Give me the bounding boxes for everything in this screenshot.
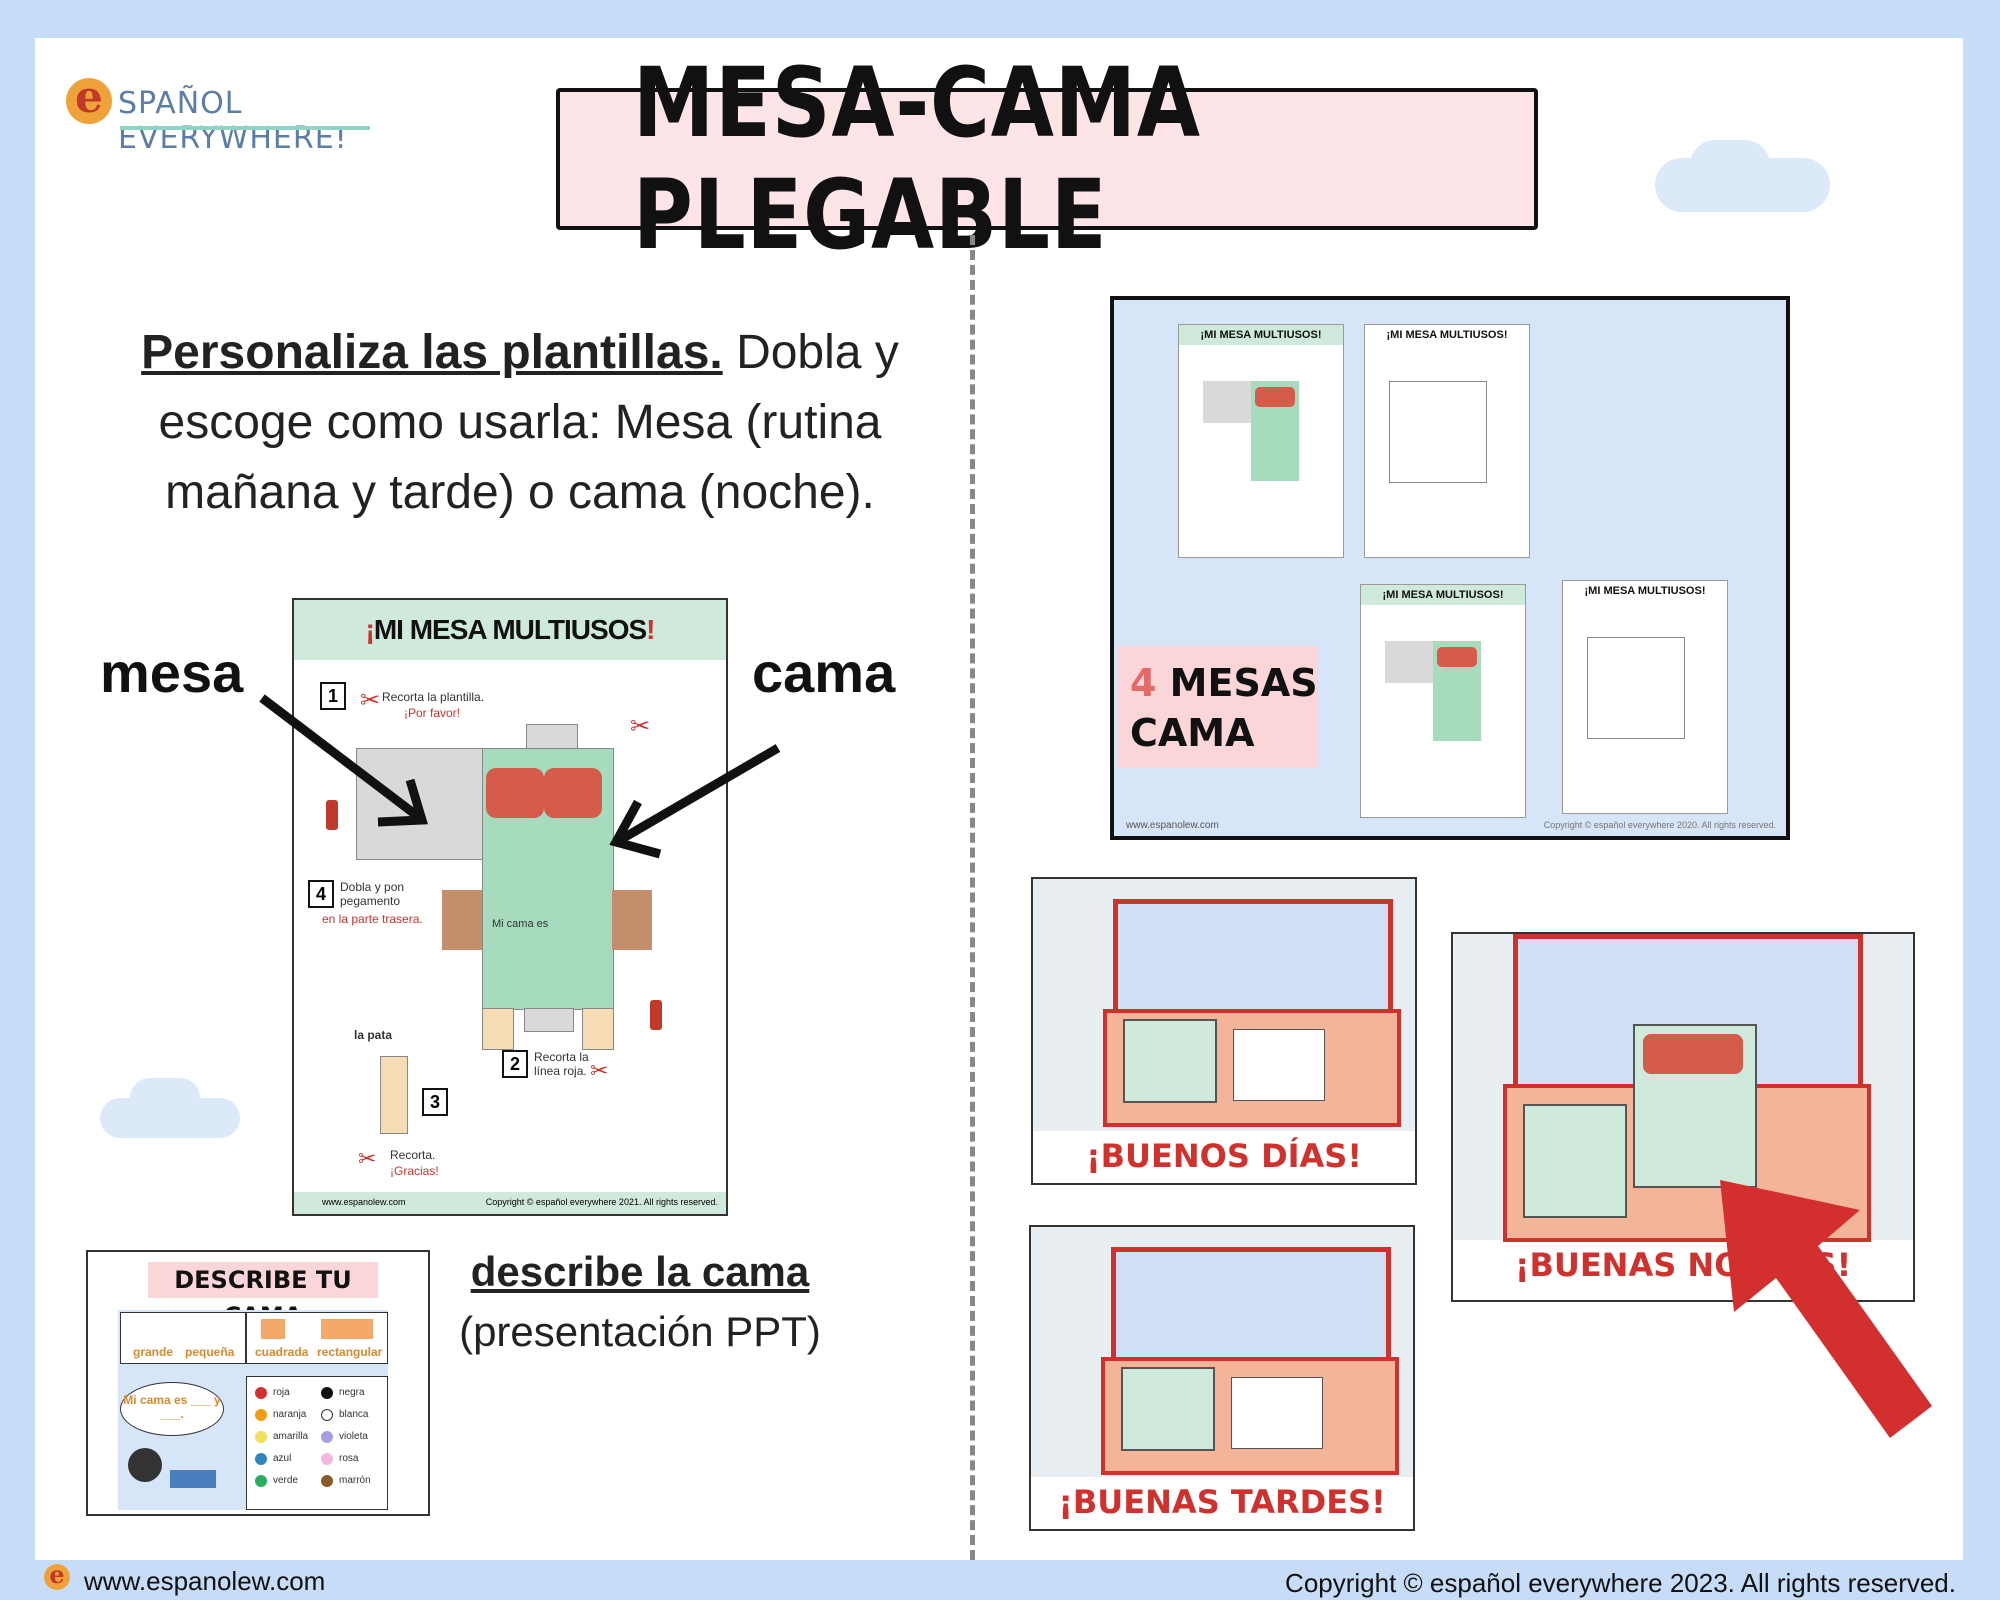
template-footer: www.espanolew.com Copyright © español ev… (294, 1192, 726, 1214)
template-tab (524, 1008, 574, 1032)
footer-copyright: Copyright © español everywhere 2023. All… (1285, 1568, 1956, 1598)
step1-text: Recorta la plantilla. (382, 690, 485, 704)
glue-stick-icon (650, 1000, 662, 1030)
step1-note: ¡Por favor! (404, 706, 461, 720)
describe-subtitle: (presentación PPT) (459, 1308, 821, 1355)
square-shape (261, 1319, 285, 1339)
describe-link[interactable]: describe la cama (470, 1248, 810, 1295)
template-footer-url: www.espanolew.com (322, 1197, 406, 1207)
page-title-box: MESA-CAMA PLEGABLE (556, 47, 1538, 271)
template-sheet[interactable]: ¡MI MESA MULTIUSOS! 1 Recorta la plantil… (292, 598, 728, 1216)
photo-buenas-tardes[interactable]: ¡BUENAS TARDES! (1029, 1225, 1415, 1531)
step3-text: Recorta. (390, 1148, 436, 1162)
step-number: 4 (308, 880, 334, 908)
arrows-overlay (259, 694, 781, 859)
describe-card[interactable]: DESCRIBE TU CAMA grande pequeña cuadrada… (86, 1250, 430, 1516)
arrow-line-mesa (259, 694, 423, 822)
step3-label: la pata (354, 1028, 393, 1042)
bed-icon (170, 1470, 216, 1488)
girl-avatar (128, 1448, 162, 1482)
step2-text: Recorta la línea roja. (534, 1050, 589, 1078)
preview-footer-url: www.espanolew.com (1126, 820, 1219, 831)
cloud-decoration (130, 1078, 200, 1118)
column-divider (970, 235, 975, 1560)
step4-text: Dobla y pon pegamento (340, 880, 405, 908)
footer-website[interactable]: www.espanolew.com (84, 1566, 326, 1596)
scissors-icon: ✂ (358, 1146, 377, 1171)
photo-scene (1453, 934, 1913, 1242)
page-title: MESA-CAMA PLEGABLE (633, 47, 1201, 271)
pillow-left (486, 768, 544, 818)
photo-caption: ¡BUENOS DÍAS! (1086, 1137, 1362, 1175)
colors-box: roja naranja amarilla azul verde negra b… (246, 1376, 388, 1510)
footer-logo-icon: e (44, 1563, 70, 1590)
words-box-1: grande pequeña (120, 1312, 246, 1364)
scissors-icon: ✂ (630, 713, 651, 740)
arrow-head-mesa (377, 778, 428, 827)
pillow-right (544, 768, 602, 818)
template-leg (482, 1008, 514, 1050)
intro-text: Dobla y escoge como usarla: Mesa (rutina… (158, 326, 899, 519)
intro-paragraph: Personaliza las plantillas. Dobla y esco… (90, 318, 950, 528)
arrow-head-cama (609, 799, 662, 859)
template-side-flap (612, 890, 652, 950)
photo-scene (1031, 1227, 1413, 1477)
red-arrow-icon (1720, 1180, 1932, 1438)
mini-template: ¡MI MESA MULTIUSOS! (1178, 324, 1344, 558)
describe-card-title: DESCRIBE TU CAMA (148, 1262, 378, 1330)
preview-footer-copyright: Copyright © español everywhere 2020. All… (1543, 820, 1776, 830)
intro-link[interactable]: Personaliza las plantillas. (141, 326, 723, 379)
mini-template: ¡MI MESA MULTIUSOS! (1360, 584, 1526, 818)
speech-bubble: Mi cama es ___ y ___. (120, 1382, 224, 1436)
brand-logo[interactable]: e SPAÑOL EVERYWHERE! (60, 68, 390, 156)
logo-text: SPAÑOL EVERYWHERE! (118, 86, 348, 156)
step3-note: ¡Gracias! (390, 1164, 439, 1178)
glue-stick-icon (326, 800, 338, 830)
logo-mark: e (66, 76, 112, 124)
mini-template: ¡MI MESA MULTIUSOS! (1364, 324, 1530, 558)
photo-caption: ¡BUENAS TARDES! (1058, 1483, 1386, 1521)
step-number: 2 (502, 1050, 528, 1078)
rectangle-shape (321, 1319, 373, 1339)
template-table-top (356, 748, 488, 860)
bed-text: Mi cama es (492, 918, 549, 930)
photo-scene (1033, 879, 1415, 1131)
template-side-flap (442, 890, 482, 950)
label-mesa: mesa (100, 641, 244, 704)
step-number: 1 (320, 682, 346, 710)
scissors-icon: ✂ (590, 1058, 609, 1083)
templates-preview[interactable]: ¡MI MESA MULTIUSOS! ¡MI MESA MULTIUSOS! … (1110, 296, 1790, 840)
photo-buenos-dias[interactable]: ¡BUENOS DÍAS! (1031, 877, 1417, 1185)
template-footer-copyright: Copyright © español everywhere 2021. All… (485, 1197, 718, 1207)
scissors-icon: ✂ (360, 687, 381, 714)
step-number: 3 (422, 1088, 448, 1116)
logo-underline (120, 126, 370, 130)
mini-template: ¡MI MESA MULTIUSOS! (1562, 580, 1728, 814)
template-leg (582, 1008, 614, 1050)
step4-note: en la parte trasera. (322, 912, 423, 926)
photo-buenas-noches[interactable]: ¡BUENAS NOCHES! (1451, 932, 1915, 1302)
leg-piece (380, 1056, 408, 1134)
words-box-2: cuadrada rectangular (246, 1312, 388, 1364)
cloud-decoration (1690, 140, 1770, 190)
template-title: ¡MI MESA MULTIUSOS! (294, 600, 726, 660)
arrow-line-cama (617, 744, 781, 844)
label-cama: cama (752, 641, 896, 704)
template-tab (526, 724, 578, 750)
